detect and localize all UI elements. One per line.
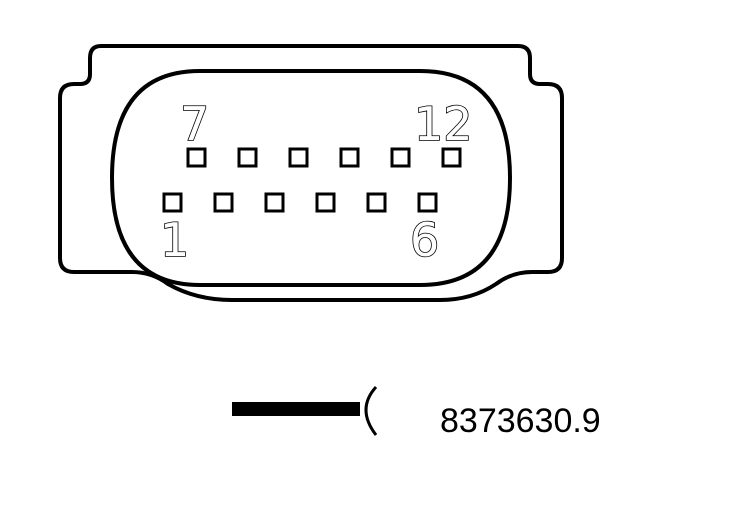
pin-3 [264,192,285,213]
wire-symbol [232,402,360,416]
pin-11 [390,147,411,168]
pin-row-top [186,147,462,168]
pin-7 [186,147,207,168]
pin-label-bottom-last: 6 [410,213,439,267]
part-number: 8373630.9 [440,402,601,440]
pin-9 [288,147,309,168]
connector-end-icon [364,385,378,436]
pin-row-bottom [162,192,438,213]
pin-1 [162,192,183,213]
pin-2 [213,192,234,213]
pin-5 [366,192,387,213]
pin-10 [339,147,360,168]
pin-label-top-last: 12 [414,97,473,151]
pin-label-top-first: 7 [180,97,209,151]
pin-12 [441,147,462,168]
pin-8 [237,147,258,168]
pin-6 [417,192,438,213]
pin-field-outline [109,69,513,287]
pin-4 [315,192,336,213]
pin-label-bottom-first: 1 [160,213,189,267]
connector-housing [58,44,564,302]
